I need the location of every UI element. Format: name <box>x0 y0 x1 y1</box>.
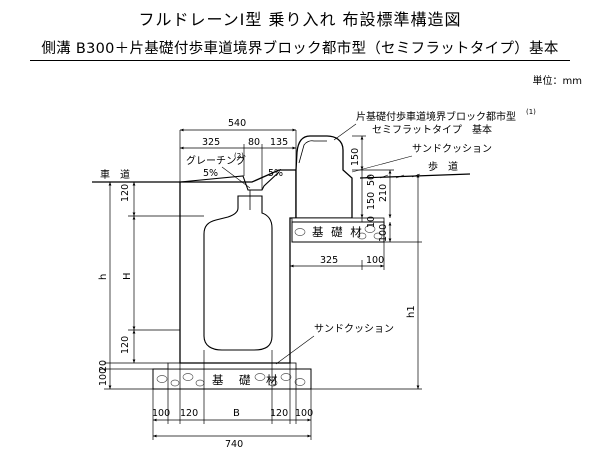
dimension-top <box>179 128 297 190</box>
dim-80: 80 <box>248 137 260 148</box>
dim-curb-100: 100 <box>378 224 389 242</box>
grating-note: (2) <box>234 152 244 160</box>
dimension-h1 <box>311 174 422 390</box>
dimension-left-vertical <box>104 182 204 390</box>
dim-curb-150: 150 <box>350 148 361 166</box>
dimension-ledge <box>290 242 385 270</box>
dim-ledge-325: 325 <box>320 255 338 266</box>
curb-block-type-label: セミフラットタイプ 基本 <box>372 123 492 136</box>
dim-left-120-bottom: 120 <box>120 336 131 354</box>
base-material-right <box>291 221 385 243</box>
unit-label: 単位：mm <box>532 76 582 87</box>
base-material-right-label: 基 礎 材 <box>312 225 364 239</box>
dim-325: 325 <box>202 137 220 148</box>
sand-cushion-bottom-layer <box>167 362 297 370</box>
grating-leader <box>221 166 251 189</box>
dim-bottom-B: B <box>233 408 240 419</box>
dim-ledge-100: 100 <box>366 255 384 266</box>
curb-block <box>295 135 353 219</box>
dim-left-20: 20 <box>98 360 109 372</box>
dim-bottom-120b: 120 <box>270 408 288 419</box>
sand-cushion-bottom-leader <box>275 335 315 365</box>
sand-cushion-top-label: サンドクッション <box>412 143 492 155</box>
sidewalk-label: 歩 道 <box>428 160 458 173</box>
curb-block-note: (1) <box>526 108 536 116</box>
dim-left-100: 100 <box>98 368 109 386</box>
sand-cushion-top-leader <box>351 155 413 173</box>
drawing-title: フルドレーンⅠ型 乗り入れ 布設標準構造図 <box>138 10 462 29</box>
dim-540: 540 <box>228 118 246 129</box>
dim-left-120-top: 120 <box>120 184 131 202</box>
dim-curb-210: 210 <box>378 184 389 202</box>
dim-curb-10: 10 <box>366 216 377 228</box>
curb-chamfer <box>298 140 327 164</box>
drawing-subtitle: 側溝 B300＋片基礎付歩車道境界ブロック都市型（セミフラットタイプ）基本 <box>41 41 559 57</box>
curb-block-leader <box>333 123 357 141</box>
curb-block-label: 片基礎付歩車道境界ブロック都市型 <box>356 110 516 123</box>
dim-curb-50: 50 <box>366 174 377 186</box>
sand-cushion-bottom-label: サンドクッション <box>314 323 394 335</box>
dim-H: H <box>122 272 133 280</box>
dim-135: 135 <box>270 137 288 148</box>
gutter-inner-cavity <box>203 195 273 351</box>
dim-bottom-100b: 100 <box>295 408 313 419</box>
dim-curb-150b: 150 <box>366 192 377 210</box>
dimension-bottom <box>152 350 312 440</box>
dim-h1: h1 <box>406 305 417 318</box>
slope-right: 5% <box>268 168 283 179</box>
dimension-curb-vertical <box>352 135 422 243</box>
title-rule <box>30 60 570 61</box>
ground-lines <box>92 173 471 183</box>
slope-left: 5% <box>203 168 218 179</box>
carriageway-label: 車 道 <box>100 168 130 181</box>
grating-label: グレーチング <box>186 154 246 167</box>
dim-bottom-120a: 120 <box>180 408 198 419</box>
dim-bottom-740: 740 <box>225 439 243 450</box>
base-material-bottom-label: 基 礎 材 <box>212 373 280 387</box>
dim-bottom-100a: 100 <box>152 408 170 419</box>
gutter-top-surface <box>179 171 280 191</box>
dim-h: h <box>98 274 109 280</box>
